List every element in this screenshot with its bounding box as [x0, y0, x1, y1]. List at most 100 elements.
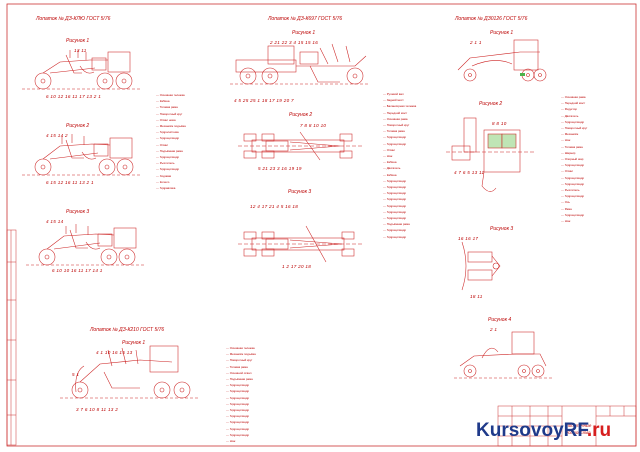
parts-list-item: Передний мост	[383, 110, 416, 116]
parts-list-item: Гидроцилиндр	[226, 407, 256, 413]
callouts-tr-f: 2 1	[490, 327, 498, 332]
grader-tl-fig1	[22, 50, 140, 90]
parts-list-item: Отвал	[383, 147, 416, 153]
fig-caption-tr-3: Рисунок 3	[490, 226, 514, 232]
parts-list-item: Шарнир	[561, 150, 587, 156]
grader-tm-plan1	[238, 131, 362, 161]
parts-list-item: Подъёмная рама	[226, 376, 256, 382]
grader-tl-fig3	[26, 224, 144, 266]
fig-caption-tl-3: Рисунок 3	[66, 209, 90, 215]
parts-list-item: Гидроцилиндр	[561, 181, 587, 187]
parts-list-item: Гидроцилиндр	[226, 401, 256, 407]
grader-tm-plan2	[238, 225, 362, 263]
fig-caption-tr-2: Рисунок 2	[479, 101, 503, 107]
stamp-line-2: устройства	[566, 430, 591, 435]
parts-list-b: Рулевой валЗадний мостБалансирная тележк…	[383, 91, 417, 240]
callouts-tr-b: 8 8 10	[492, 121, 507, 126]
callouts-bl-a: 4 1 10 16 15 13	[96, 350, 133, 355]
parts-list-item: Поворотный круг	[156, 111, 186, 117]
parts-list-item: Колесо	[156, 179, 186, 185]
title-top-right: Лопаток № ДЗ0126 ГОСТ 5/76	[455, 16, 528, 22]
callouts-tm-f: 1 2 17 20 18	[282, 264, 312, 269]
parts-list-item: Гидроцилиндр	[383, 178, 416, 184]
parts-list-item: Гидроцилиндр	[226, 395, 256, 401]
callouts-tm-b: 4 5 25 25 1 18 17 19 20 7	[234, 98, 294, 103]
parts-list-item: Гидроцилиндр	[383, 141, 416, 147]
fig-caption-tr-1: Рисунок 1	[490, 30, 514, 36]
parts-list-item: Гидроцилиндр	[561, 193, 587, 199]
parts-list-item: Балансирная тележка	[383, 103, 417, 109]
callouts-tm-d: 5 21 23 3 16 19 19	[258, 166, 302, 171]
grader-tr-fig2	[446, 117, 534, 192]
parts-list-item: Гидроцилиндр	[226, 426, 256, 432]
parts-list-item: Двигатель	[383, 165, 416, 171]
stamp-line-1: Лопаточные	[566, 423, 592, 428]
parts-list-item: Рыхлитель	[561, 187, 587, 193]
parts-list-item: Поворотный круг	[226, 357, 256, 363]
grader-tm-side	[230, 43, 370, 85]
parts-list-item: Гидроцилиндр	[226, 382, 256, 388]
parts-list-item: Основная рама	[561, 94, 587, 100]
callouts-tm-a: 2 21 22 3 4 15 15 16	[270, 40, 319, 45]
grader-bl	[60, 345, 198, 399]
grader-tr-fig3	[461, 241, 501, 291]
parts-list-item: Гидроцилиндр	[561, 119, 587, 125]
parts-list-item: Поворотный круг	[383, 122, 416, 128]
callouts-tr-d: 16 16 17	[458, 236, 479, 241]
parts-list-item: Гидроцилиндр	[383, 203, 416, 209]
parts-list-item: Ходовая	[156, 173, 186, 179]
parts-list-item: Тяговая рама	[226, 364, 256, 370]
parts-list-item: Ось	[561, 199, 587, 205]
fig-caption-tm-3: Рисунок 3	[288, 189, 312, 195]
sheet-border	[6, 3, 637, 447]
parts-list-item: Гидравлика	[156, 185, 186, 191]
parts-list-item: Подъёмная рама	[156, 148, 186, 154]
parts-list-item: Гидроцилиндр	[561, 162, 587, 168]
fig-caption-tl-2: Рисунок 2	[66, 123, 90, 129]
parts-list-item: Механизм подъёма	[156, 123, 186, 129]
parts-list-item: Рама	[561, 206, 587, 212]
parts-list-item: Задний мост	[383, 97, 416, 103]
parts-list-item: Гидроцилиндр	[383, 215, 416, 221]
fig-caption-tr-4: Рисунок 4	[488, 317, 512, 323]
parts-list-item: Гидроцилиндр	[226, 413, 256, 419]
left-binding-strip	[6, 229, 17, 446]
parts-list-item: Нож	[561, 218, 587, 224]
parts-list-item: Гидроцилиндр	[561, 175, 587, 181]
parts-list-item: Тяговая рама	[156, 104, 186, 110]
parts-list-item: Гидроцилиндр	[383, 190, 416, 196]
parts-list-item: Гидроцилиндр	[561, 212, 587, 218]
parts-list-item: Гидроцилиндр	[383, 227, 416, 233]
parts-list-item: Механизм	[561, 131, 587, 137]
parts-list-item: Гидроцилиндр	[226, 388, 256, 394]
callouts-tr-c: 4 7 6 5 13 11	[454, 170, 485, 175]
title-bottom-left: Лопаток № ДЗ-К210 ГОСТ 5/76	[90, 327, 165, 333]
callouts-tm-e: 12 4 17 21 4 5 16 18	[250, 204, 299, 209]
callouts-tl-c: 4 15 14 2	[46, 133, 68, 138]
parts-list-item: Передний мост	[561, 100, 587, 106]
parts-list-item: Гидроцилиндр	[383, 196, 416, 202]
callouts-tl-b: 6 10 12 16 11 17 13 2 1	[46, 94, 102, 99]
watermark-logo: KursovoyRF.ru	[476, 420, 611, 442]
parts-list-item: Основной отвал	[226, 370, 256, 376]
parts-list-item: Опорный шар	[561, 156, 587, 162]
parts-list-item: Редуктор	[561, 106, 587, 112]
parts-list-item: Рыхлитель	[156, 160, 186, 166]
parts-list-item: Нож	[383, 153, 416, 159]
grader-tr-fig4	[454, 331, 552, 379]
parts-list-c: Основная рамаПередний мостРедукторДвигат…	[561, 94, 588, 224]
parts-list-item: Поворотный круг	[561, 125, 588, 131]
parts-list-item: Гидроцилиндр	[156, 166, 186, 172]
watermark-main: KursovoyRF	[476, 420, 587, 441]
parts-list-item: Нож	[226, 438, 256, 444]
grader-tr-fig1	[457, 39, 547, 82]
callouts-tm-c: 7 8 8 10 10	[300, 123, 327, 128]
parts-list-item: Гидроцилиндр	[226, 419, 256, 425]
parts-list-item: Отвал	[156, 142, 186, 148]
parts-list-item: Кабина	[383, 172, 416, 178]
callouts-tl-e: 4 15 14	[46, 219, 64, 224]
parts-list-item: Основная рама	[383, 116, 416, 122]
parts-list-item: Основная тележка	[156, 92, 186, 98]
parts-list-item: Тяговая рама	[383, 128, 416, 134]
